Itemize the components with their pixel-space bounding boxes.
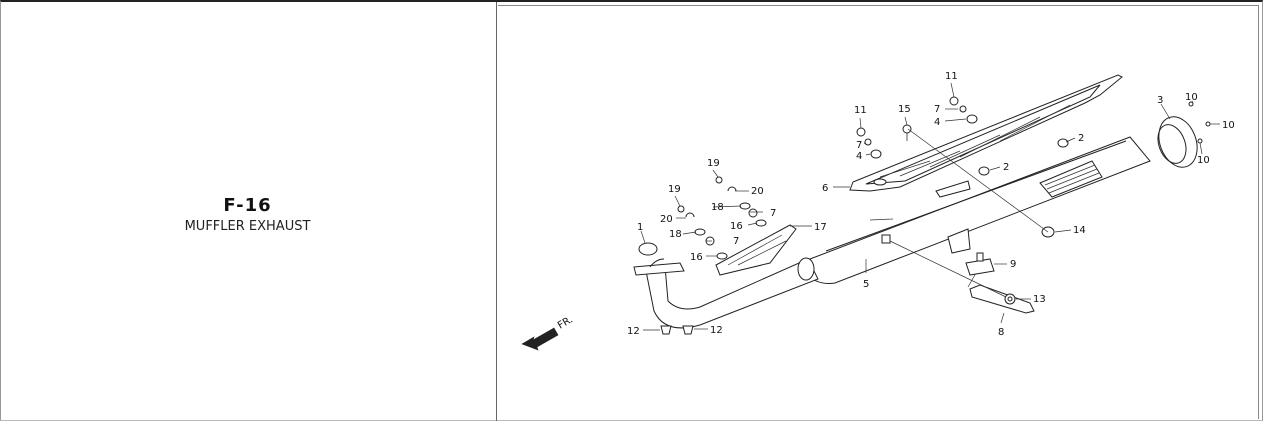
callout-4: 4 (856, 151, 862, 162)
callout-7: 7 (770, 208, 776, 219)
figure-title-panel: F-16 MUFFLER EXHAUST (0, 2, 496, 421)
callout-5: 5 (863, 279, 869, 290)
heat-shield (849, 74, 1123, 192)
callout-18: 18 (711, 202, 724, 213)
callout-18: 18 (669, 229, 682, 240)
callout-17: 17 (814, 222, 827, 233)
direction-label: FR. (556, 314, 575, 331)
front-direction-arrow: FR. (521, 314, 575, 351)
callout-1: 1 (637, 222, 643, 233)
callout-12: 12 (710, 325, 723, 336)
callout-11: 11 (854, 105, 867, 116)
callout-15: 15 (898, 104, 911, 115)
callout-19: 19 (707, 158, 720, 169)
callout-9: 9 (1010, 259, 1016, 270)
callout-16: 16 (690, 252, 703, 263)
callout-19: 19 (668, 184, 681, 195)
pipe-protector (715, 224, 797, 276)
callout-12: 12 (627, 326, 640, 337)
callout-4: 4 (934, 117, 940, 128)
callout-14: 14 (1073, 225, 1086, 236)
header-pipe (633, 257, 819, 329)
callout-20: 20 (751, 186, 764, 197)
figure-title-block: F-16 MUFFLER EXHAUST (140, 195, 355, 235)
callout-10: 10 (1197, 155, 1210, 166)
exploded-diagram-panel: FR. 1 2 2 3 4 4 5 6 7 7 7 7 8 9 10 10 10… (498, 5, 1259, 419)
callout-2: 2 (1078, 133, 1084, 144)
callout-7: 7 (733, 236, 739, 247)
callout-labels: 1 2 2 3 4 4 5 6 7 7 7 7 8 9 10 10 10 11 … (627, 71, 1235, 338)
callout-8: 8 (998, 327, 1004, 338)
leader-lines (640, 82, 1220, 331)
figure-code: F-16 (223, 195, 272, 216)
callout-2: 2 (1003, 162, 1009, 173)
callout-10: 10 (1185, 92, 1198, 103)
mount-bracket (965, 252, 995, 276)
muffler-body (804, 136, 1151, 284)
panel-divider (496, 2, 497, 421)
callout-10: 10 (1222, 120, 1235, 131)
callout-20: 20 (660, 214, 673, 225)
callout-3: 3 (1157, 95, 1163, 106)
end-cap (1157, 116, 1198, 168)
callout-16: 16 (730, 221, 743, 232)
callout-6: 6 (822, 183, 828, 194)
fasteners (638, 96, 1211, 335)
muffler-bracket (967, 272, 1035, 314)
exploded-parts-diagram: FR. 1 2 2 3 4 4 5 6 7 7 7 7 8 9 10 10 10… (521, 71, 1235, 351)
figure-name: MUFFLER EXHAUST (184, 219, 311, 234)
callout-13: 13 (1033, 294, 1046, 305)
callout-7: 7 (934, 104, 940, 115)
callout-11: 11 (945, 71, 958, 82)
callout-7: 7 (856, 140, 862, 151)
